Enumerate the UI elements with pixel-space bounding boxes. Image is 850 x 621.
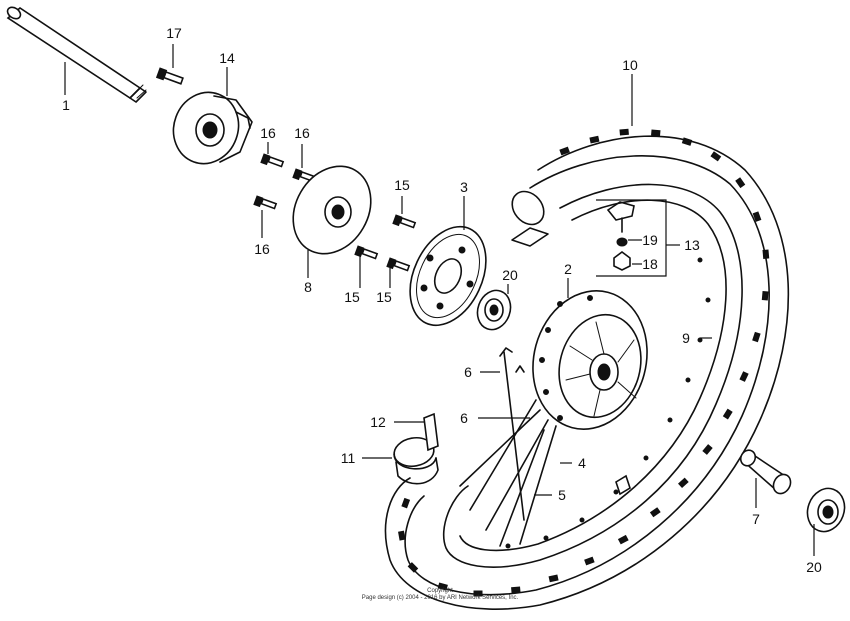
label-11: 11 — [341, 450, 356, 466]
copyright-line-2: Page design (c) 2004 - 2016 by ARI Netwo… — [362, 595, 519, 601]
label-7: 7 — [752, 511, 760, 527]
tread-pattern — [398, 128, 770, 597]
label-15-top: 15 — [394, 177, 410, 193]
hub-2 — [532, 278, 648, 430]
disc-3 — [409, 196, 487, 327]
label-2: 2 — [564, 261, 572, 277]
bolt-17 — [155, 44, 184, 85]
label-13: 13 — [684, 237, 700, 253]
label-19: 19 — [642, 232, 658, 248]
label-14: 14 — [219, 50, 235, 66]
copyright-notice: Copyright Page design (c) 2004 - 2016 by… — [362, 588, 519, 601]
label-10: 10 — [622, 57, 638, 73]
label-6-lower: 6 — [460, 410, 468, 426]
spacer-7 — [739, 449, 792, 508]
label-9: 9 — [682, 330, 690, 346]
label-20-right: 20 — [806, 559, 822, 575]
tire-10 — [384, 74, 790, 610]
rim-9 — [442, 183, 743, 568]
label-1: 1 — [62, 97, 70, 113]
label-17: 17 — [166, 25, 182, 41]
axle — [6, 6, 147, 103]
copyright-line-1: Copyright — [427, 588, 453, 594]
label-12: 12 — [370, 414, 386, 430]
label-6-upper: 6 — [464, 364, 472, 380]
label-15-left: 15 — [344, 289, 360, 305]
bearing-20-right — [806, 487, 846, 556]
label-8: 8 — [304, 279, 312, 295]
part-labels: 1 2 3 4 5 6 6 7 8 9 10 11 12 13 14 15 15… — [62, 25, 822, 575]
label-16-left: 16 — [260, 125, 276, 141]
gearbox-14 — [172, 67, 253, 165]
bearing-20-hub — [476, 284, 512, 331]
valve-group-13 — [596, 199, 680, 277]
tube-11 — [362, 436, 439, 485]
label-3: 3 — [460, 179, 468, 195]
label-16-lower: 16 — [254, 241, 270, 257]
bolts-16 — [253, 142, 317, 238]
plate-8 — [292, 165, 372, 278]
label-18: 18 — [642, 256, 658, 272]
label-16-right: 16 — [294, 125, 310, 141]
label-20-hub: 20 — [502, 267, 518, 283]
spokes — [459, 347, 631, 547]
valve-12 — [394, 412, 439, 452]
label-4: 4 — [578, 455, 586, 471]
label-15-right: 15 — [376, 289, 392, 305]
label-5: 5 — [558, 487, 566, 503]
bolts-15 — [354, 196, 417, 288]
